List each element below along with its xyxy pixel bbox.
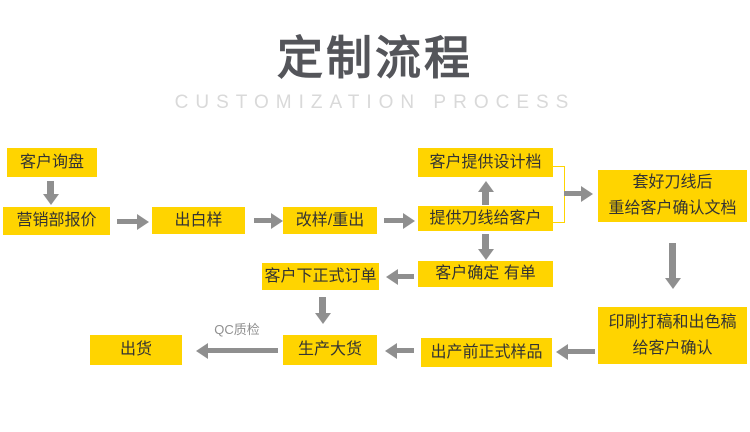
node-print-proof-confirm: 印刷打稿和出色稿 给客户确认 [598, 307, 747, 364]
arrow-right-revise-to-dieline-icon [384, 218, 403, 223]
arrow-left-printproof-to-sample-icon [568, 349, 595, 354]
node-customer-confirm-order: 客户确定 有单 [418, 261, 553, 287]
node-customer-design-file: 客户提供设计档 [418, 148, 553, 177]
node-provide-dieline: 提供刀线给客户 [418, 206, 553, 231]
node-shipment: 出货 [90, 335, 182, 365]
arrow-right-quote-to-whitesample-icon [117, 219, 137, 224]
node-customer-inquiry: 客户询盘 [7, 148, 97, 177]
arrow-left-production-to-shipment-icon [208, 348, 278, 353]
node-revise-redo: 改样/重出 [283, 207, 377, 234]
node-dieline-confirm-doc: 套好刀线后 重给客户确认文档 [598, 170, 747, 222]
node-white-sample: 出白样 [152, 207, 245, 234]
arrow-down-confirmdoc-to-printproof-icon [669, 243, 676, 278]
node-mass-production: 生产大货 [283, 335, 377, 365]
arrow-left-sample-to-production-icon [397, 348, 414, 353]
node-marketing-quote: 营销部报价 [3, 207, 110, 235]
arrow-down-formalorder-to-production-icon [319, 297, 326, 313]
arrow-left-confirm-to-formalorder-icon [398, 274, 414, 279]
arrow-down-inquiry-to-quote-icon [47, 181, 54, 194]
qc-check-label: QC质检 [214, 322, 260, 337]
arrow-right-whitesample-to-revise-icon [254, 218, 271, 223]
page-subtitle: CUSTOMIZATION PROCESS [174, 92, 576, 113]
arrow-down-dieline-to-confirm-icon [482, 234, 489, 249]
arrow-right-bracket-to-confirmdoc-icon [564, 191, 581, 196]
node-pre-production-sample: 出产前正式样品 [421, 338, 552, 367]
arrow-up-dieline-to-designfile-icon [482, 192, 489, 205]
page-title: 定制流程 [277, 32, 473, 84]
node-formal-order: 客户下正式订单 [262, 263, 379, 290]
